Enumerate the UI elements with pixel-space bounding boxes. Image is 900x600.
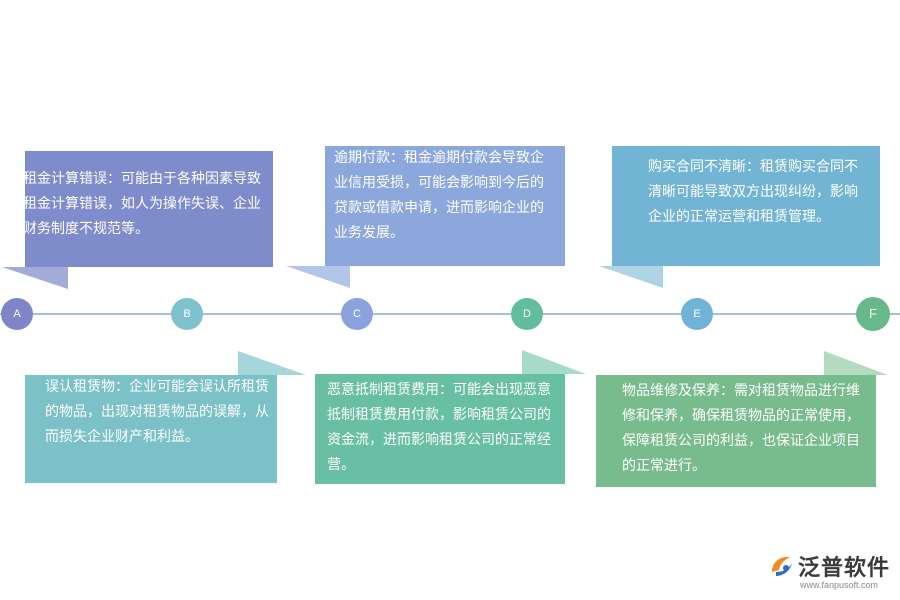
- card-c-tab: [286, 266, 350, 288]
- timeline-line: [0, 313, 900, 315]
- card-e-text: 购买合同不清晰：租赁购买合同不清晰可能导致双方出现纠纷，影响企业的正常运营和租赁…: [648, 159, 858, 225]
- card-f-tab: [824, 351, 888, 375]
- timeline-node-c: C: [341, 298, 373, 330]
- timeline-node-b-label: B: [183, 308, 191, 320]
- timeline-node-e: E: [681, 298, 713, 330]
- card-d-text: 恶意抵制租赁费用：可能会出现恶意抵制租赁费用付款，影响租赁公司的资金流，进而影响…: [327, 382, 551, 473]
- card-e: 购买合同不清晰：租赁购买合同不清晰可能导致双方出现纠纷，影响企业的正常运营和租赁…: [612, 146, 880, 266]
- card-d-tab: [522, 350, 586, 374]
- timeline-node-a: A: [1, 298, 33, 330]
- card-a-text: 租金计算错误：可能由于各种因素导致租金计算错误，如人为操作失误、企业财务制度不规…: [25, 171, 261, 237]
- card-b-text: 误认租赁物：企业可能会误认所租赁的物品，出现对租赁物品的误解，从而损失企业财产和…: [45, 379, 269, 445]
- timeline-node-a-label: A: [13, 308, 21, 320]
- timeline-node-f: F: [856, 297, 890, 331]
- timeline-node-d-label: D: [523, 308, 531, 320]
- timeline-node-b: B: [171, 298, 203, 330]
- card-c: 逾期付款：租金逾期付款会导致企业信用受损，可能会影响到今后的贷款或借款申请，进而…: [325, 146, 565, 266]
- card-d: 恶意抵制租赁费用：可能会出现恶意抵制租赁费用付款，影响租赁公司的资金流，进而影响…: [315, 374, 565, 484]
- card-c-text: 逾期付款：租金逾期付款会导致企业信用受损，可能会影响到今后的贷款或借款申请，进而…: [334, 150, 544, 241]
- fanpu-logo-icon: [772, 556, 792, 576]
- card-a: 租金计算错误：可能由于各种因素导致租金计算错误，如人为操作失误、企业财务制度不规…: [25, 151, 273, 267]
- timeline-node-c-label: C: [353, 308, 361, 320]
- card-a-tab: [2, 267, 68, 289]
- card-b-tab: [238, 351, 306, 375]
- brand-logo: 泛普软件 www.fanpusoft.com: [768, 548, 894, 594]
- timeline-node-d: D: [511, 298, 543, 330]
- card-f: 物品维修及保养：需对租赁物品进行维修和保养，确保租赁物品的正常使用，保障租赁公司…: [596, 375, 876, 487]
- card-b: 误认租赁物：企业可能会误认所租赁的物品，出现对租赁物品的误解，从而损失企业财产和…: [25, 375, 277, 483]
- card-e-tab: [599, 266, 663, 288]
- card-f-text: 物品维修及保养：需对租赁物品进行维修和保养，确保租赁物品的正常使用，保障租赁公司…: [622, 383, 860, 474]
- timeline-node-e-label: E: [693, 308, 701, 320]
- timeline-node-f-label: F: [869, 306, 877, 321]
- brand-url: www.fanpusoft.com: [800, 580, 879, 590]
- brand-name: 泛普软件: [798, 556, 891, 581]
